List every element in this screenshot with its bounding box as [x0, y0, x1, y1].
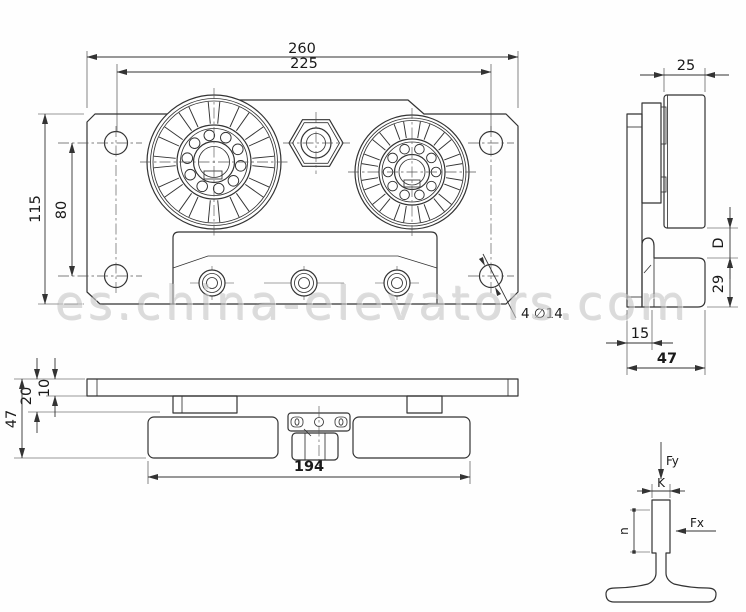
force-vertical: Fy	[658, 442, 679, 480]
dim-overall-depth-label: 47	[657, 351, 677, 367]
dim-roller-span: 194	[147, 459, 471, 484]
shoe-bracket-outline	[172, 231, 438, 305]
roller-left-spokes	[153, 101, 275, 223]
dim-rail-width-label: K	[657, 476, 666, 490]
side-plate	[626, 113, 643, 308]
bearing-retainer-notch	[203, 170, 223, 180]
force-lateral-label: Fx	[690, 516, 704, 530]
roller-left	[140, 88, 290, 237]
dim-clearance: D	[707, 207, 738, 279]
rail-profile-diagram: Fy K n Fx	[605, 442, 717, 603]
dim-overall-width-label: 260	[288, 41, 316, 57]
dim-hole-spacing-vertical-label: 80	[54, 201, 70, 219]
dim-roller-span-label: 194	[294, 459, 324, 475]
rail-profile-outline	[605, 499, 717, 603]
dim-shoe-height-label: 29	[711, 275, 727, 293]
dim-blade-height: n	[617, 508, 650, 554]
dim-plate-thickness-label: 10	[37, 379, 53, 397]
roller-right-spokes	[361, 121, 463, 223]
dim-bottom-overall-height: 47	[4, 378, 146, 459]
dim-overall-height: 115	[28, 113, 84, 305]
dim-hole-spacing-horizontal: 225	[116, 56, 492, 132]
dim-roller-thickness-label: 25	[677, 58, 695, 74]
dim-overall-width: 260	[86, 41, 519, 108]
bottom-roller-right	[352, 416, 471, 459]
front-view: 260 225 115 80 4 ∅14	[28, 41, 563, 322]
side-hub	[641, 102, 662, 204]
dim-plate-thickness: 10	[14, 358, 95, 417]
roller-left-bearing-balls	[181, 129, 247, 195]
hole-callout: 4 ∅14	[478, 253, 563, 322]
dim-shoe-height: 29	[707, 257, 738, 308]
bracket-screws	[190, 266, 419, 300]
bottom-bracket-left	[172, 395, 238, 414]
dim-bottom-overall-height-label: 47	[4, 410, 20, 428]
roller-right	[348, 108, 478, 238]
side-roller	[663, 94, 706, 229]
dim-bracket-depth-label: 20	[19, 387, 35, 405]
side-view: 25 D 29 15 47	[606, 58, 738, 375]
dim-blade-height-label: n	[617, 527, 631, 535]
dim-hole-spacing-horizontal-label: 225	[290, 56, 318, 72]
dim-roller-thickness: 25	[640, 58, 729, 92]
force-vertical-label: Fy	[666, 454, 679, 468]
shoe-bracket-rib	[172, 255, 438, 269]
bottom-hex-nut	[291, 432, 339, 461]
side-guide-shoe	[641, 237, 706, 308]
dim-hole-spacing-vertical: 80	[54, 142, 75, 277]
dim-overall-depth: 47	[626, 310, 706, 375]
bottom-plate-edge	[86, 378, 519, 397]
bottom-view: 10 20 47 194	[4, 358, 519, 484]
dim-clearance-label: D	[711, 237, 727, 248]
dim-plate-offset: 15	[606, 310, 673, 375]
force-lateral: Fx	[675, 516, 716, 534]
bottom-bracket-right	[406, 395, 443, 414]
eccentric-hex-nut	[283, 112, 350, 174]
hole-callout-label: 4 ∅14	[521, 306, 563, 322]
dim-rail-width: K	[637, 476, 685, 498]
dim-overall-height-label: 115	[28, 195, 44, 223]
dim-plate-offset-label: 15	[631, 326, 649, 342]
bottom-roller-left	[147, 416, 279, 459]
